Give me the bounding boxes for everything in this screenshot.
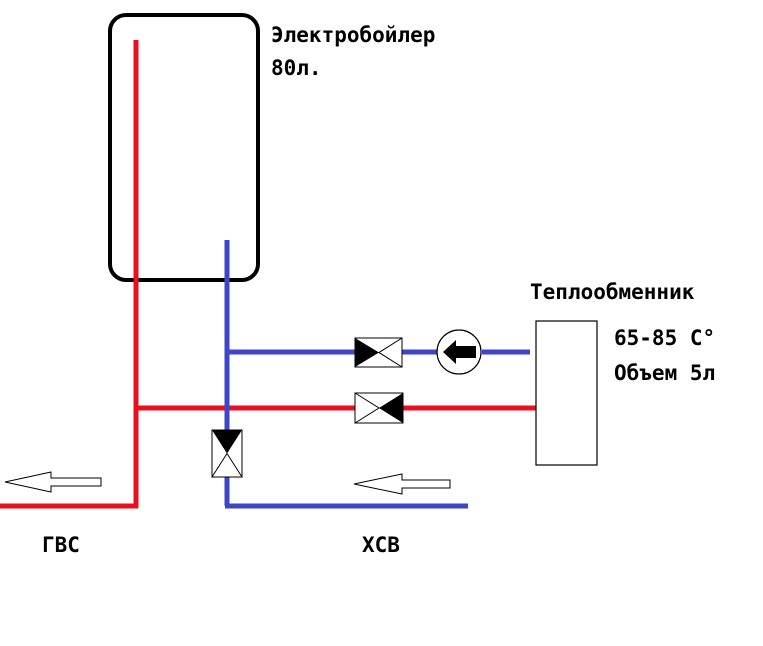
cold-water-label: ХСВ <box>362 533 400 557</box>
valve-icon <box>354 392 404 424</box>
flow-arrow-icon <box>4 471 102 493</box>
exchanger-name: Теплообменник <box>530 280 695 304</box>
hot-water-label: ГВС <box>42 533 80 557</box>
exchanger-volume: Объем 5л <box>614 361 715 385</box>
boiler-volume: 80л. <box>271 56 322 80</box>
heat-exchanger <box>535 320 598 466</box>
cold-pipes <box>224 240 530 509</box>
boiler-tank <box>108 13 260 282</box>
boiler-name: Электробойлер <box>271 23 435 47</box>
pump-icon <box>436 329 482 375</box>
hot-pipes <box>0 40 536 509</box>
valve-icon <box>354 337 403 368</box>
flow-arrow-icon <box>353 473 451 495</box>
exchanger-temp: 65-85 C° <box>614 326 715 350</box>
valve-icon <box>211 429 243 478</box>
